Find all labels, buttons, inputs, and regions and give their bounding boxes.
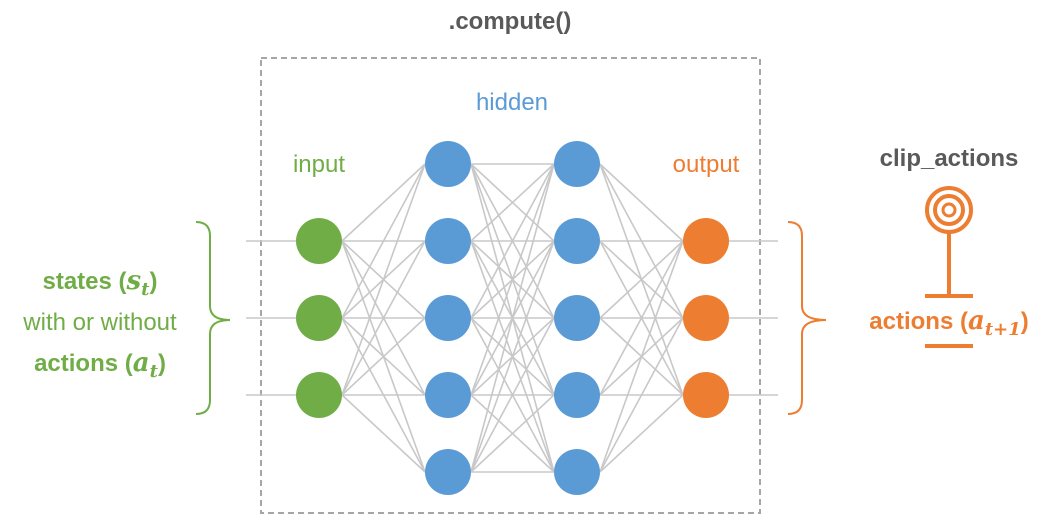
output-actions-sub: t+1: [985, 319, 1021, 340]
hidden-1-node: [425, 295, 471, 341]
input-actions-sub: t: [150, 361, 159, 382]
network-edge: [341, 163, 426, 396]
network-edge: [470, 317, 555, 473]
states-word: states (: [42, 268, 126, 295]
output-label: output: [673, 151, 740, 178]
network-edge: [599, 394, 684, 473]
hidden-1-node: [425, 449, 471, 495]
output-node: [683, 218, 729, 264]
output-actions-var: a: [968, 306, 985, 336]
states-text: states (st): [42, 266, 157, 300]
clip-icon: [925, 186, 973, 348]
output-actions-text: actions (at+1): [869, 306, 1028, 340]
hidden-2-node: [554, 141, 600, 187]
network-edge: [599, 317, 684, 473]
input-bracket: [195, 221, 231, 415]
hidden-label: hidden: [476, 89, 548, 116]
network-edge: [470, 394, 555, 473]
network-nodes: [296, 141, 729, 495]
output-node: [683, 295, 729, 341]
hidden-1-node: [425, 218, 471, 264]
network-edges: [341, 163, 684, 473]
hidden-2-node: [554, 218, 600, 264]
hidden-2-node: [554, 295, 600, 341]
input-actions-text: actions (at): [34, 348, 166, 382]
input-actions-close: ): [158, 350, 166, 377]
compute-box: [260, 57, 761, 514]
states-sub: t: [141, 279, 150, 300]
output-bracket: [787, 221, 827, 415]
io-stub-lines: [246, 240, 778, 396]
network-edge: [341, 317, 426, 396]
input-node: [296, 295, 342, 341]
network-edge: [470, 240, 555, 473]
input-node: [296, 218, 342, 264]
input-actions-word: actions (: [34, 350, 133, 377]
network-edge: [470, 163, 555, 319]
network-edge: [470, 163, 555, 473]
input-label: input: [293, 151, 345, 178]
output-actions-close: ): [1021, 308, 1029, 335]
network-edge: [599, 240, 684, 319]
hidden-1-node: [425, 141, 471, 187]
network-edge: [341, 163, 426, 242]
network-edge: [341, 240, 426, 396]
output-node: [683, 372, 729, 418]
states-var: s: [126, 266, 142, 296]
with-or-without-text: with or without: [22, 309, 177, 336]
network-edge: [470, 163, 555, 242]
network-edge: [341, 163, 426, 319]
output-actions-bg: [850, 303, 1048, 339]
compute-label: .compute(): [449, 8, 572, 35]
clip-actions-label: clip_actions: [880, 145, 1019, 172]
network-edge: [599, 163, 684, 242]
network-edge: [599, 240, 684, 473]
network-edge: [599, 240, 684, 396]
network-edge: [470, 163, 555, 396]
network-edge: [341, 394, 426, 473]
input-node: [296, 372, 342, 418]
output-actions-word: actions (: [869, 308, 968, 335]
hidden-1-node: [425, 372, 471, 418]
hidden-2-node: [554, 372, 600, 418]
hidden-2-node: [554, 449, 600, 495]
input-actions-var: a: [133, 348, 150, 378]
states-close: ): [150, 268, 158, 295]
